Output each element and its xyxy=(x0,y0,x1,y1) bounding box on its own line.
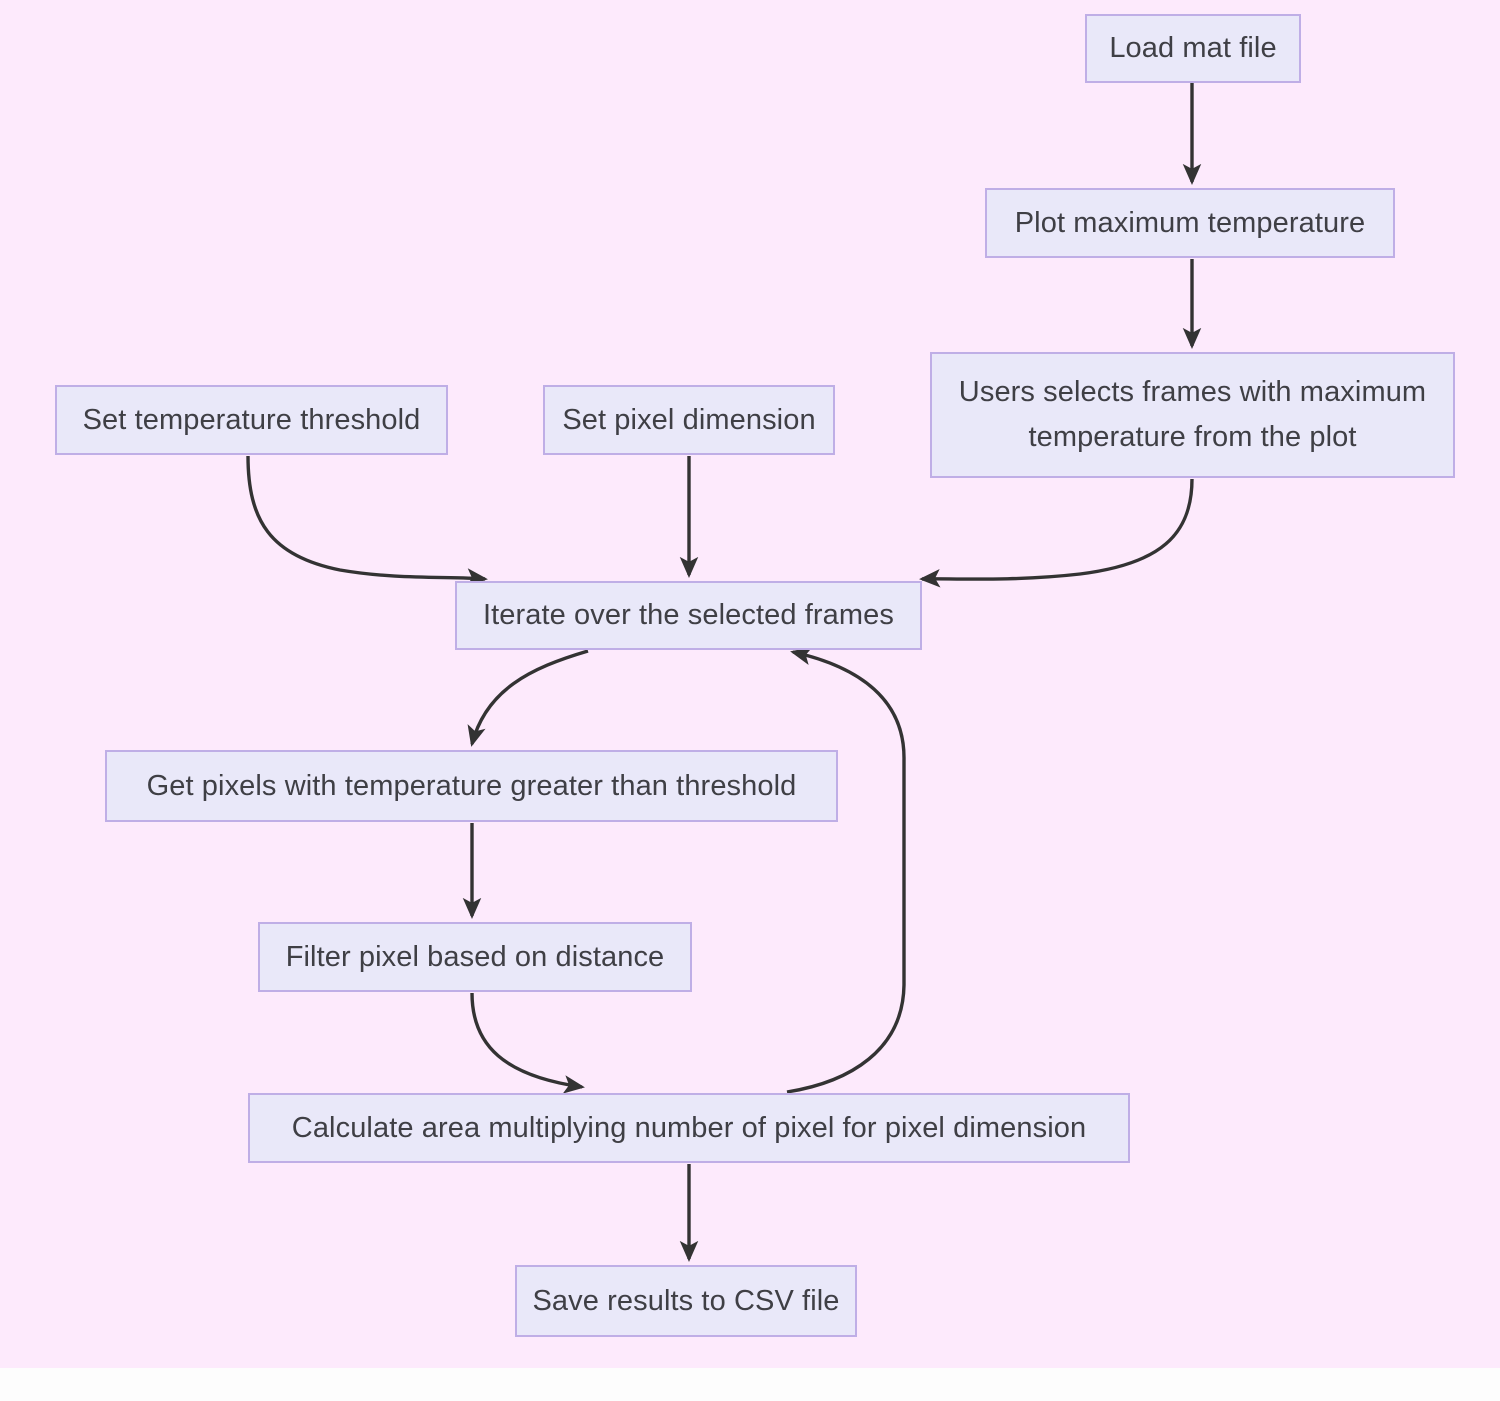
node-filter-pixel-by-distance[interactable]: Filter pixel based on distance xyxy=(258,922,692,992)
node-label: Set temperature threshold xyxy=(82,403,421,436)
node-users-selects-frames[interactable]: Users selects frames with maximum temper… xyxy=(930,352,1455,478)
node-calculate-area[interactable]: Calculate area multiplying number of pix… xyxy=(248,1093,1130,1163)
node-set-temperature-threshold[interactable]: Set temperature threshold xyxy=(55,385,448,455)
node-label: Set pixel dimension xyxy=(562,403,816,436)
node-label: Get pixels with temperature greater than… xyxy=(146,769,797,802)
node-load-mat-file[interactable]: Load mat file xyxy=(1085,14,1301,83)
node-label: Filter pixel based on distance xyxy=(285,940,665,973)
node-get-pixels-above-threshold[interactable]: Get pixels with temperature greater than… xyxy=(105,750,838,822)
node-label: Plot maximum temperature xyxy=(1014,206,1366,239)
node-save-results-csv[interactable]: Save results to CSV file xyxy=(515,1265,857,1337)
node-label: Iterate over the selected frames xyxy=(482,599,894,632)
node-iterate-over-selected-frames[interactable]: Iterate over the selected frames xyxy=(455,581,922,650)
node-plot-maximum-temperature[interactable]: Plot maximum temperature xyxy=(985,188,1395,258)
node-label: Save results to CSV file xyxy=(532,1284,840,1317)
node-set-pixel-dimension[interactable]: Set pixel dimension xyxy=(543,385,835,455)
node-label: Calculate area multiplying number of pix… xyxy=(291,1111,1087,1144)
node-label: Load mat file xyxy=(1109,32,1277,65)
bottom-white-strip xyxy=(0,1368,1500,1401)
node-label: Users selects frames with maximum temper… xyxy=(958,376,1427,453)
